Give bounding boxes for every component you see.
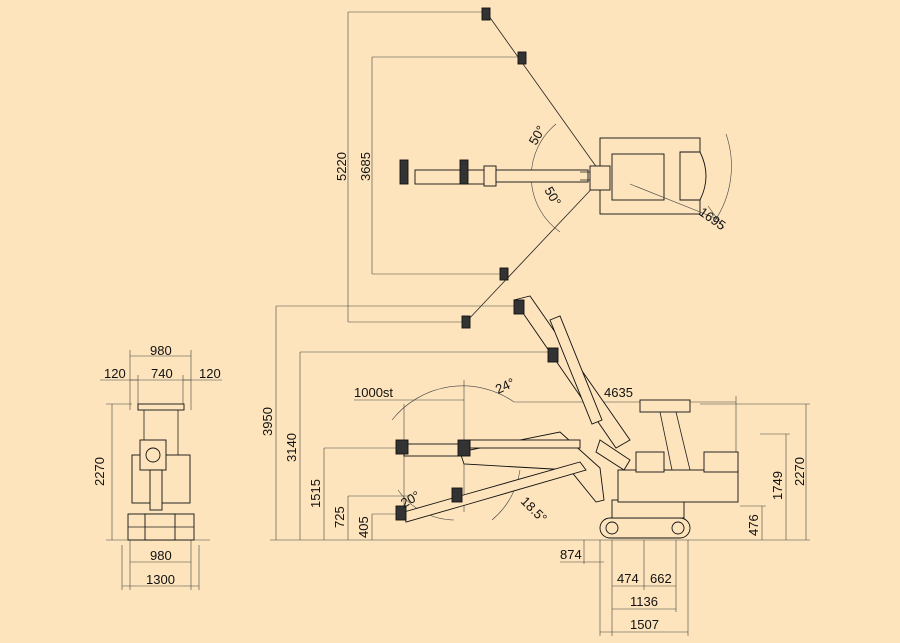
front-overhang: 874 [560, 547, 582, 562]
overall-length: 1507 [630, 617, 659, 632]
max-height: 3950 [260, 407, 275, 436]
top-reach-max: 5220 [334, 152, 349, 181]
front-width-top: 980 [150, 343, 172, 358]
front-view [100, 350, 222, 590]
top-reach-inner: 3685 [358, 152, 373, 181]
track-seg-b: 662 [650, 571, 672, 586]
height-405: 405 [356, 516, 371, 538]
front-height: 2270 [92, 457, 107, 486]
front-overall-width: 1300 [146, 572, 175, 587]
front-left-offset: 120 [104, 366, 126, 381]
track-seg-a: 474 [617, 571, 639, 586]
side-view [270, 295, 810, 636]
angle-18-5: 18.5° [518, 494, 550, 526]
top-view [347, 7, 732, 329]
ground-clearance: 476 [746, 514, 761, 536]
tail-radius: 1695 [696, 204, 728, 233]
angle-24: 24° [493, 375, 517, 397]
boom-length: 4635 [604, 385, 633, 400]
body-height: 1749 [770, 471, 785, 500]
stroke-label: 1000st [354, 385, 393, 400]
top-swing-right: 50° [541, 184, 564, 209]
track-length: 1136 [630, 594, 658, 609]
height-1515: 1515 [308, 479, 323, 508]
height-725: 725 [332, 506, 347, 528]
cab-height: 2270 [792, 457, 807, 486]
attachment-icon [399, 7, 527, 329]
top-swing-left: 50° [526, 123, 549, 148]
front-center-width: 740 [151, 366, 173, 381]
height-3140: 3140 [284, 433, 299, 462]
breaker-icon [395, 299, 559, 521]
front-right-offset: 120 [199, 366, 221, 381]
front-track-width: 980 [150, 548, 172, 563]
